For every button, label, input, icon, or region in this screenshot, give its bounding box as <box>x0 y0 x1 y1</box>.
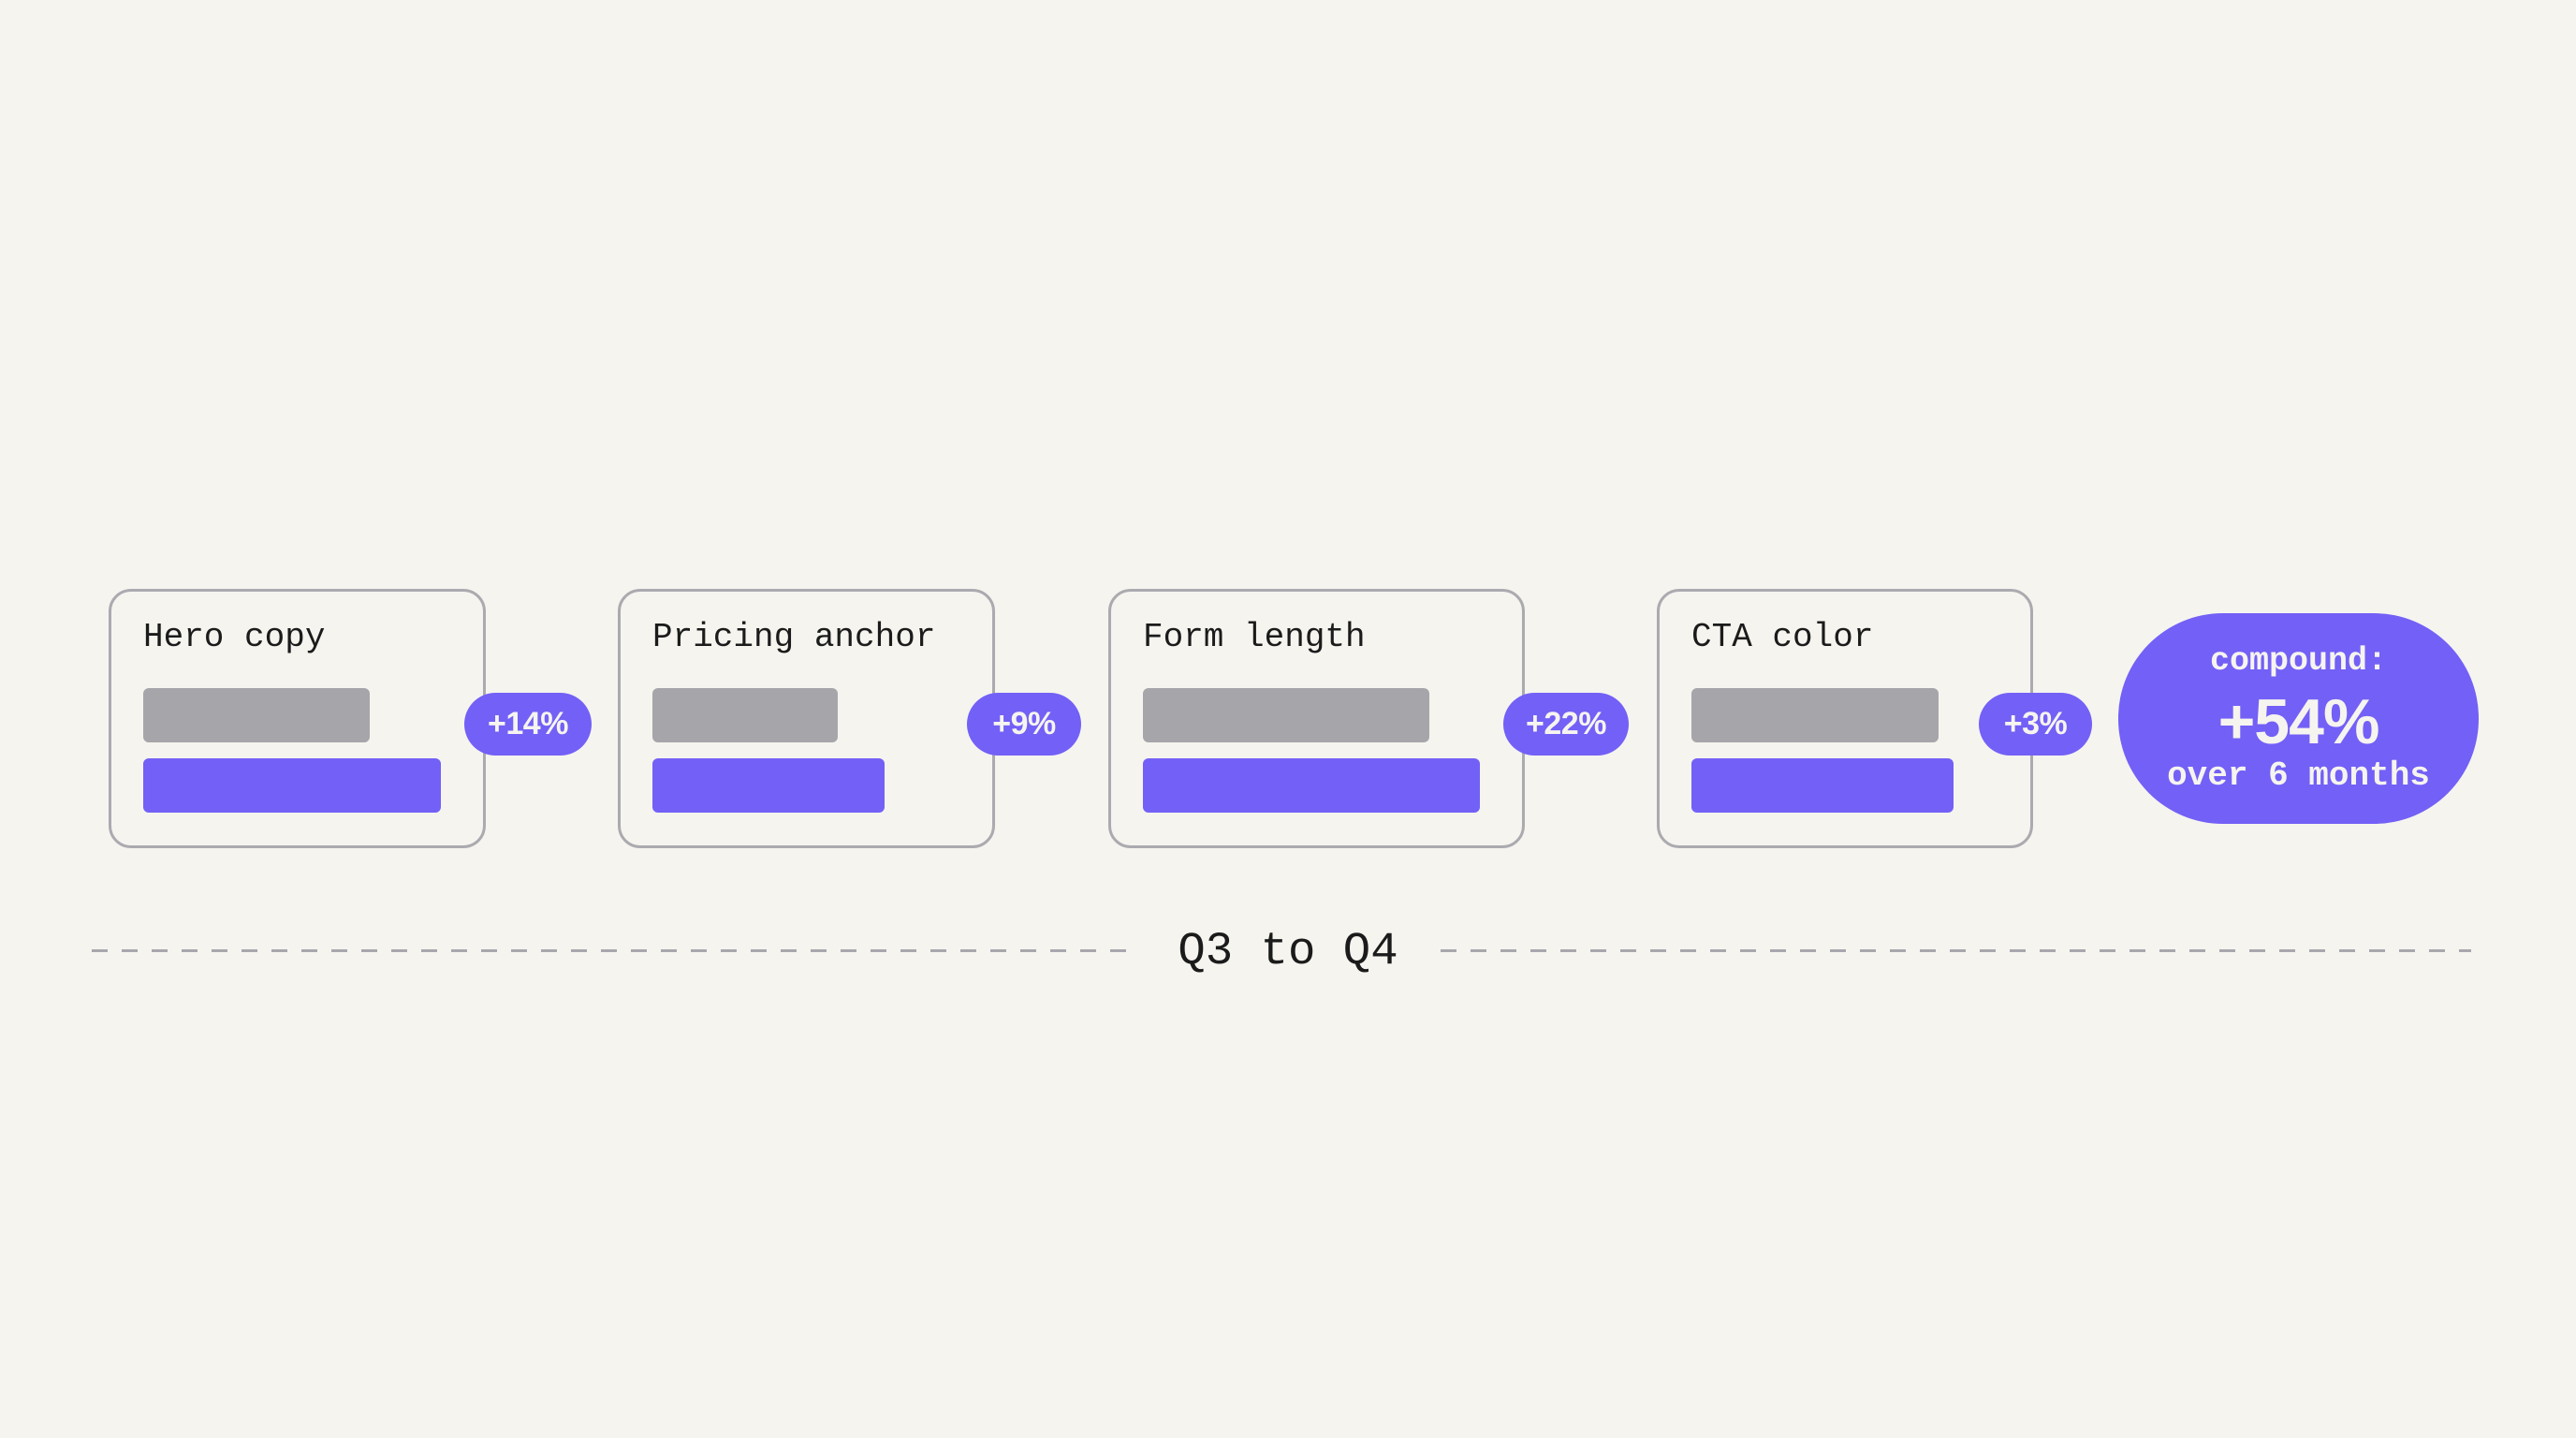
lift-badge-hero-copy: +14% <box>464 693 592 756</box>
timeline-label: Q3 to Q4 <box>1178 925 1398 977</box>
lift-badge-pricing-anchor: +9% <box>967 693 1081 756</box>
control-bar <box>652 688 838 742</box>
control-bar <box>1691 688 1939 742</box>
compound-period: over 6 months <box>2167 756 2430 795</box>
lift-badge-form-length: +22% <box>1503 693 1629 756</box>
experiment-card-hero-copy: Hero copy <box>109 589 486 848</box>
variant-bar <box>143 758 441 813</box>
experiment-title: CTA color <box>1691 618 1874 656</box>
timeline-dashed-line-right <box>1441 949 2471 952</box>
control-bar <box>143 688 370 742</box>
variant-bar <box>1691 758 1954 813</box>
timeline-dashed-line-left <box>92 949 1136 952</box>
variant-bar <box>1143 758 1480 813</box>
compound-label: compound: <box>2209 642 2388 680</box>
control-bar <box>1143 688 1429 742</box>
experiment-card-pricing-anchor: Pricing anchor <box>618 589 995 848</box>
compound-result-pill: compound: +54% over 6 months <box>2118 613 2479 824</box>
variant-bar <box>652 758 885 813</box>
lift-badge-cta-color: +3% <box>1979 693 2092 756</box>
experiment-title: Pricing anchor <box>652 618 936 656</box>
compound-value: +54% <box>2217 686 2380 757</box>
experiment-title: Form length <box>1143 618 1366 656</box>
experiment-card-form-length: Form length <box>1108 589 1525 848</box>
experiment-title: Hero copy <box>143 618 326 656</box>
experiment-card-cta-color: CTA color <box>1657 589 2033 848</box>
